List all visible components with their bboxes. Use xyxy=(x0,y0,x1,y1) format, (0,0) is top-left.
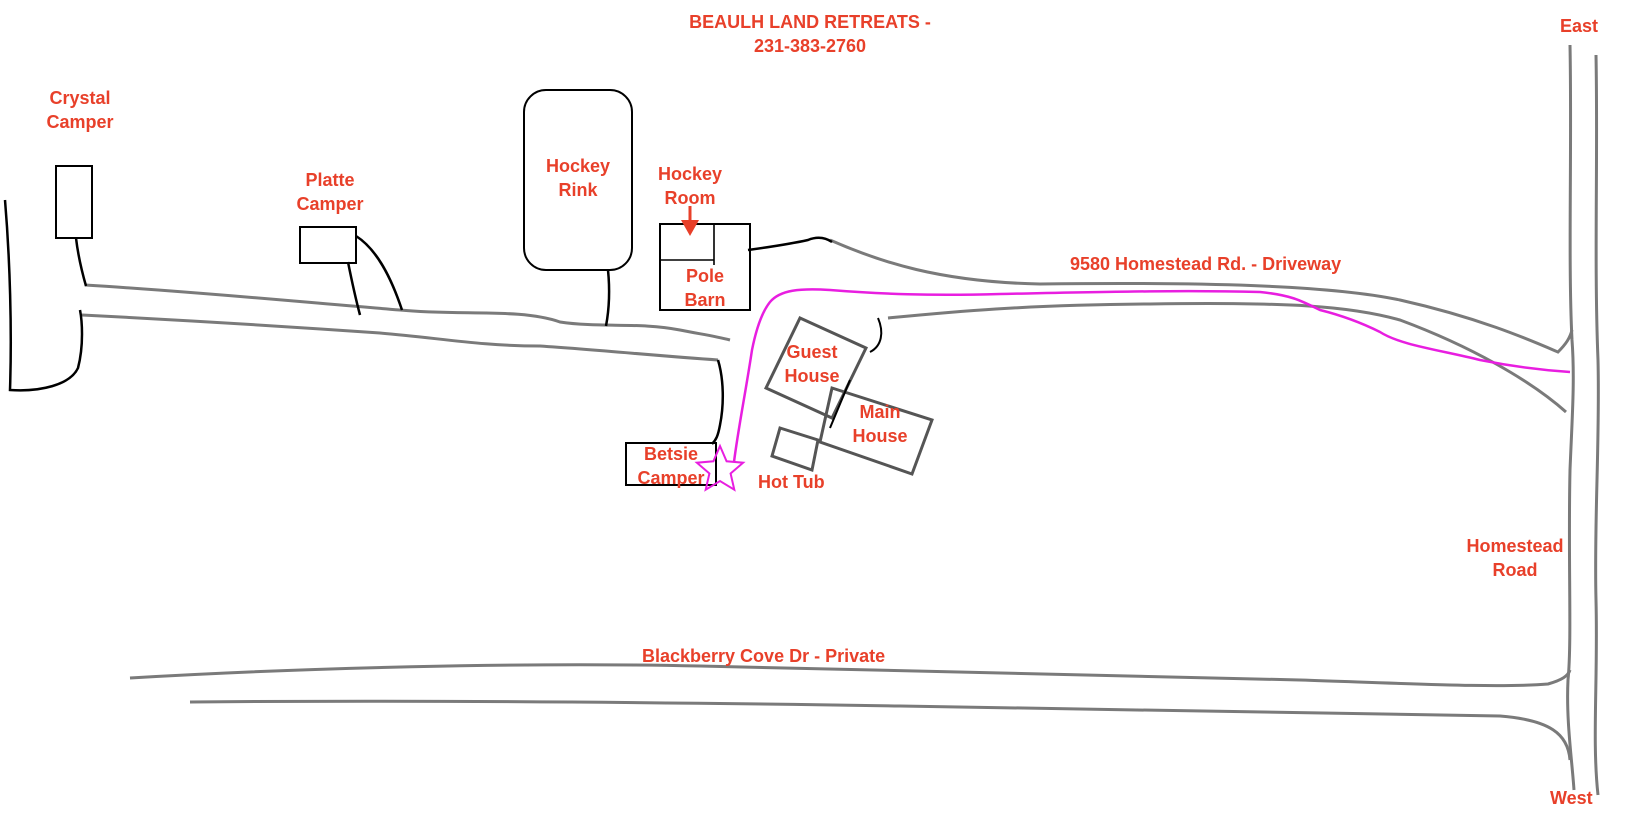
main-house-building xyxy=(818,386,934,476)
betsie-camper-label: Betsie Camper xyxy=(637,444,705,488)
house-connector xyxy=(829,379,851,429)
driveway-label: 9580 Homestead Rd. - Driveway xyxy=(1070,254,1342,274)
header-title: BEAULH LAND RETREATS - 231-383-2760 xyxy=(655,10,965,58)
west-road-south-edge xyxy=(81,313,719,362)
pole-barn-label: Pole Barn xyxy=(684,266,726,310)
hot-tub-building xyxy=(770,426,820,472)
homestead-road-label: Homestead Road xyxy=(1466,536,1564,580)
driveway-north-edge xyxy=(829,238,1574,354)
compass-west: West xyxy=(1550,788,1593,808)
hockey-rink-building xyxy=(523,89,633,271)
hockey-rink-label: Hockey Rink xyxy=(545,156,611,200)
main-house-label: Main House xyxy=(852,402,908,446)
pole-barn-partition xyxy=(660,224,715,265)
pole-barn-building xyxy=(659,223,751,311)
betsie-camper-path xyxy=(711,359,725,445)
platte-camper-building xyxy=(299,226,357,264)
blackberry-label: Blackberry Cove Dr - Private xyxy=(642,646,886,666)
star-icon xyxy=(694,443,746,492)
crystal-camper-path xyxy=(3,199,84,392)
west-road-north-edge xyxy=(84,283,731,342)
header-line-2: 231-383-2760 xyxy=(753,36,867,56)
pole-barn-path xyxy=(747,236,833,252)
compass-east: East xyxy=(1560,16,1599,36)
guest-house-label: Guest House xyxy=(784,342,840,386)
header-line-1: BEAULH LAND RETREATS - xyxy=(689,12,931,32)
route-line xyxy=(732,288,1571,463)
blackberry-north-edge xyxy=(129,663,1572,688)
guest-house-building xyxy=(763,316,869,420)
blackberry-south-edge xyxy=(189,699,1572,761)
hockey-room-label: Hockey Room xyxy=(657,164,723,208)
betsie-camper-building xyxy=(625,442,717,486)
homestead-road-east-edge xyxy=(1593,54,1600,796)
hot-tub-label: Hot Tub xyxy=(758,472,825,492)
crystal-camper-building xyxy=(55,165,93,239)
platte-camper-label: Platte Camper xyxy=(296,170,364,214)
arrow-down-icon xyxy=(681,220,699,236)
homestead-road-west-edge xyxy=(1566,44,1576,791)
platte-camper-path xyxy=(346,234,404,316)
crystal-camper-label: Crystal Camper xyxy=(46,88,114,132)
driveway-south-edge xyxy=(887,302,1567,414)
hockey-rink-path xyxy=(604,269,611,327)
guest-house-driveway-link xyxy=(869,317,883,353)
crystal-camper-stub xyxy=(74,237,88,287)
